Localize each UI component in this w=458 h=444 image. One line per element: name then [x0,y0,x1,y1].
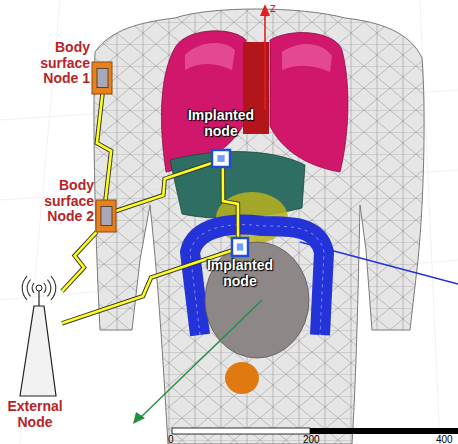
bladder [225,362,259,394]
link-outline [62,250,232,323]
sensor-pad [96,200,116,232]
implant-capsule [212,150,230,167]
sensor-chip [97,68,108,87]
link-group [116,163,212,211]
link-outline [116,163,212,211]
axis-label: z [270,1,276,15]
node-label: External Node [2,399,68,430]
scale-number: 200 [303,434,320,444]
z-axis-head [260,4,270,16]
z-axis [264,14,266,110]
y-axis [140,300,262,418]
node-label: Implanted node [180,108,262,139]
surface-node: Body surface Node 2 [96,200,116,232]
node-outline [12,270,62,398]
wireless-link [223,167,238,238]
antenna-tip [36,285,42,291]
sensor-chip [101,206,112,225]
wireless-link [116,163,212,211]
link-group [62,232,97,291]
radio-wave [22,276,56,300]
antenna-mast [38,290,39,306]
wireless-link [62,250,232,323]
node-label: Implanted node [199,258,281,289]
link-group [97,94,111,200]
external-node: External Node [12,270,62,398]
implant-capsule [232,238,248,256]
scale-bar-white [172,428,310,434]
x-axis [300,242,458,284]
sensor-pad [92,62,112,94]
node-outline [212,150,230,167]
torso-mesh [94,9,424,444]
antenna-tower [20,306,56,396]
implant-core [237,243,243,250]
link-outline [62,232,97,291]
wireless-link [62,232,97,291]
scale-number: 400 [436,434,453,444]
node-outline [96,200,116,232]
torso-silhouette [94,9,424,444]
node-outline [92,62,112,94]
surface-node: Body surface Node 1 [92,62,112,94]
link-group [62,250,232,323]
scale-bar-black [310,428,458,434]
link-outline [223,167,238,238]
node-label: Body surface Node 2 [34,178,94,225]
y-axis-head [133,412,145,424]
implant-node: Implanted node [232,238,248,256]
link-outline [97,94,111,200]
implant-node: Implanted node [212,150,230,167]
scale-number: 0 [168,434,174,444]
node-label: Body surface Node 1 [30,40,90,87]
implant-core [217,155,224,162]
link-group [223,167,238,238]
radio-wave [27,280,51,297]
radio-wave [32,283,46,293]
wireless-link [97,94,111,200]
node-outline [232,238,248,256]
